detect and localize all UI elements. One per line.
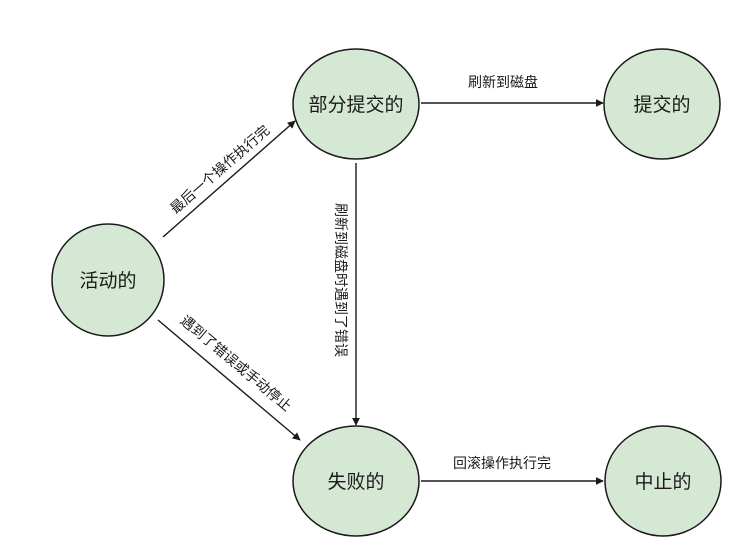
node-committed: 提交的 [603,48,721,160]
node-partially-committed: 部分提交的 [292,48,420,160]
edge-label-failed-to-aborted: 回滚操作执行完 [453,455,551,472]
node-label-aborted: 中止的 [634,471,691,493]
node-aborted: 中止的 [604,425,722,537]
node-failed: 失败的 [292,425,420,537]
edge-label-active-to-partial: 最后一个操作执行完 [168,123,274,218]
node-label-active: 活动的 [79,270,136,292]
node-label-failed: 失败的 [327,471,384,493]
edge-label-partial-to-failed: 刷新到磁盘时遇到了错误 [332,203,349,357]
node-active: 活动的 [51,223,165,337]
edge-active-to-partial [162,120,296,238]
edge-label-partial-to-committed: 刷新到磁盘 [468,74,538,91]
node-label-committed: 提交的 [633,94,690,116]
node-label-partially-committed: 部分提交的 [308,94,403,116]
edge-active-to-failed [157,319,301,441]
edge-label-active-to-failed: 遇到了错误或手动停止 [177,312,295,415]
